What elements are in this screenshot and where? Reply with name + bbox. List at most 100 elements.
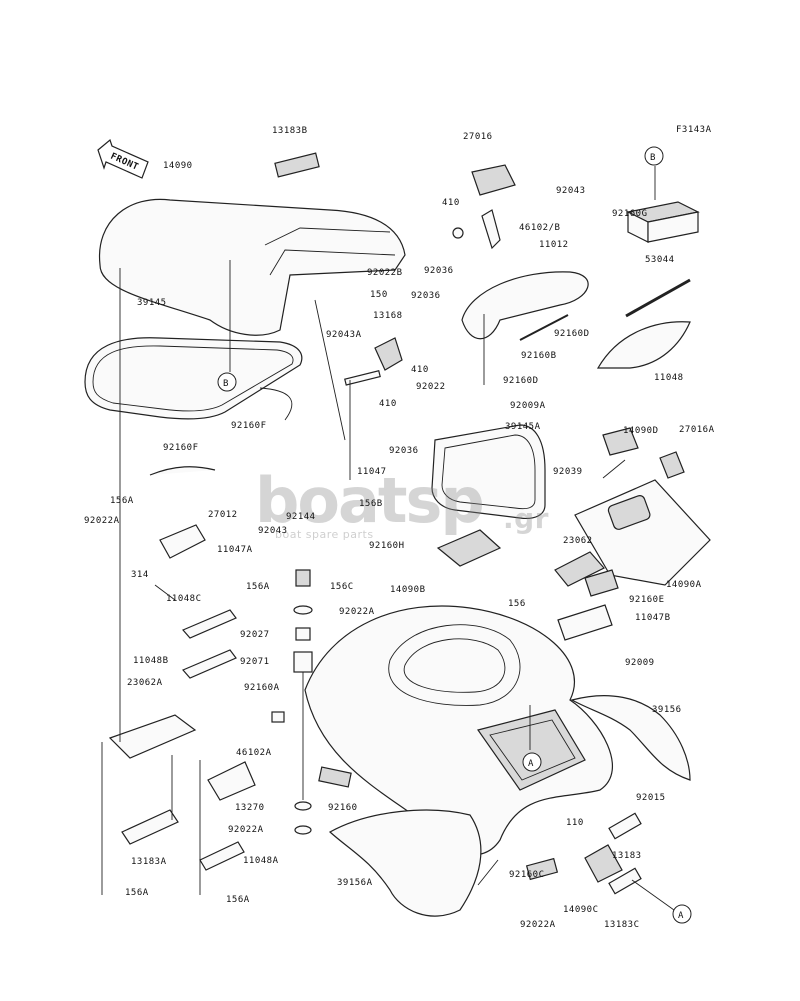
washer-410a bbox=[452, 227, 464, 239]
label-92160C: 92160C bbox=[509, 870, 545, 880]
label-410-b: 410 bbox=[411, 365, 429, 375]
label-11048B: 11048B bbox=[133, 656, 169, 666]
label-92144: 92144 bbox=[286, 512, 316, 522]
figure-code: F3143A bbox=[676, 125, 712, 135]
strip-92160F-upper bbox=[259, 387, 293, 421]
plate-13183A bbox=[121, 809, 179, 845]
strip-92160B bbox=[519, 314, 569, 341]
cover-11048 bbox=[596, 321, 691, 369]
label-92022B: 92022B bbox=[367, 268, 403, 278]
bracket-11048B bbox=[182, 649, 237, 679]
callout-b-top bbox=[644, 146, 664, 166]
label-156A-b: 156A bbox=[246, 582, 270, 592]
pad-92160H bbox=[436, 529, 502, 567]
tank-14090B bbox=[304, 605, 613, 856]
callout-a-tank bbox=[522, 752, 542, 772]
label-92009A: 92009A bbox=[510, 401, 546, 411]
label-11048A: 11048A bbox=[243, 856, 279, 866]
watermark-suffix: .gr bbox=[503, 502, 549, 535]
seat-cover-14090 bbox=[98, 198, 406, 336]
part-labels: 13183B 27016 92043 14090 410 46102/B 921… bbox=[84, 126, 715, 930]
label-14090B: 14090B bbox=[390, 585, 426, 595]
label-14090C: 14090C bbox=[563, 905, 599, 915]
label-92036-a: 92036 bbox=[424, 266, 454, 276]
label-92022A-d: 92022A bbox=[520, 920, 556, 930]
watermark-tagline: boat spare parts bbox=[275, 528, 374, 541]
watermark-brand: boatsp bbox=[255, 464, 483, 537]
label-27016A: 27016A bbox=[679, 425, 715, 435]
bracket-23062A bbox=[108, 714, 197, 759]
pad-14090D bbox=[602, 427, 639, 456]
bracket-13183B bbox=[274, 152, 320, 178]
label-92022A-c: 92022A bbox=[228, 825, 264, 835]
callout-a-bottom-label: A bbox=[678, 911, 684, 921]
plate-11047B bbox=[557, 604, 613, 641]
plate-11047A bbox=[159, 524, 206, 559]
label-92009: 92009 bbox=[625, 658, 655, 668]
label-92043-top: 92043 bbox=[556, 186, 586, 196]
label-23062A: 23062A bbox=[127, 678, 163, 688]
label-92043-mid: 92043 bbox=[258, 526, 288, 536]
label-13270: 13270 bbox=[235, 803, 265, 813]
label-13183B: 13183B bbox=[272, 126, 308, 136]
label-92022A-b: 92022A bbox=[339, 607, 375, 617]
callout-a-tank-label: A bbox=[528, 759, 534, 769]
plate-13183 bbox=[608, 812, 642, 840]
label-92022A-a: 92022A bbox=[84, 516, 120, 526]
label-11048C: 11048C bbox=[166, 594, 202, 604]
label-39145: 39145 bbox=[137, 298, 167, 308]
label-11047B: 11047B bbox=[635, 613, 671, 623]
front-arrow-icon: FRONT bbox=[97, 138, 149, 179]
label-156A-a: 156A bbox=[110, 496, 134, 506]
label-27016: 27016 bbox=[463, 132, 493, 142]
lid-14090A bbox=[574, 479, 711, 586]
label-92160: 92160 bbox=[328, 803, 358, 813]
label-11047: 11047 bbox=[357, 467, 387, 477]
label-92039: 92039 bbox=[553, 467, 583, 477]
label-46102A: 46102A bbox=[236, 748, 272, 758]
label-92160G: 92160G bbox=[612, 209, 648, 219]
label-13183A: 13183A bbox=[131, 857, 167, 867]
label-110: 110 bbox=[566, 818, 584, 828]
label-410-c: 410 bbox=[379, 399, 397, 409]
label-11047A: 11047A bbox=[217, 545, 253, 555]
bracket-14090C bbox=[584, 844, 623, 883]
washer-stack bbox=[271, 569, 313, 835]
lid-window bbox=[607, 495, 651, 530]
label-410-a: 410 bbox=[442, 198, 460, 208]
pad-92160C bbox=[525, 857, 559, 881]
label-92160E: 92160E bbox=[629, 595, 665, 605]
label-92160F-upper: 92160F bbox=[231, 421, 267, 431]
label-92160B: 92160B bbox=[521, 351, 557, 361]
bracket-11048A bbox=[199, 841, 245, 871]
label-92036-c: 92036 bbox=[389, 446, 419, 456]
label-13183C: 13183C bbox=[604, 920, 640, 930]
leader-lines bbox=[101, 166, 675, 911]
label-92022: 92022 bbox=[416, 382, 446, 392]
callout-b-gasket bbox=[217, 372, 237, 392]
label-156: 156 bbox=[508, 599, 526, 609]
label-92160F-lower: 92160F bbox=[163, 443, 199, 453]
latch-13168 bbox=[374, 337, 403, 371]
label-14090A: 14090A bbox=[666, 580, 702, 590]
label-39156: 39156 bbox=[652, 705, 682, 715]
label-92043A: 92043A bbox=[326, 330, 362, 340]
callout-b-gasket-label: B bbox=[223, 379, 229, 389]
label-13168: 13168 bbox=[373, 311, 403, 321]
band-46102A bbox=[207, 761, 256, 801]
gasket-39145A bbox=[431, 424, 546, 520]
label-39156A: 39156A bbox=[337, 878, 373, 888]
block-92160G bbox=[626, 201, 700, 243]
label-314: 314 bbox=[131, 570, 149, 580]
strip-53044 bbox=[625, 278, 691, 318]
plate-13183C bbox=[608, 867, 642, 895]
label-92160A: 92160A bbox=[244, 683, 280, 693]
label-39145A: 39145A bbox=[505, 422, 541, 432]
bolt-92043A bbox=[344, 370, 381, 386]
hinge-46102B bbox=[481, 209, 501, 250]
label-27012: 27012 bbox=[208, 510, 238, 520]
label-92160H: 92160H bbox=[369, 541, 405, 551]
strip-92160F bbox=[149, 466, 216, 476]
cover-39156A bbox=[328, 809, 482, 917]
cap-27016 bbox=[471, 164, 516, 196]
